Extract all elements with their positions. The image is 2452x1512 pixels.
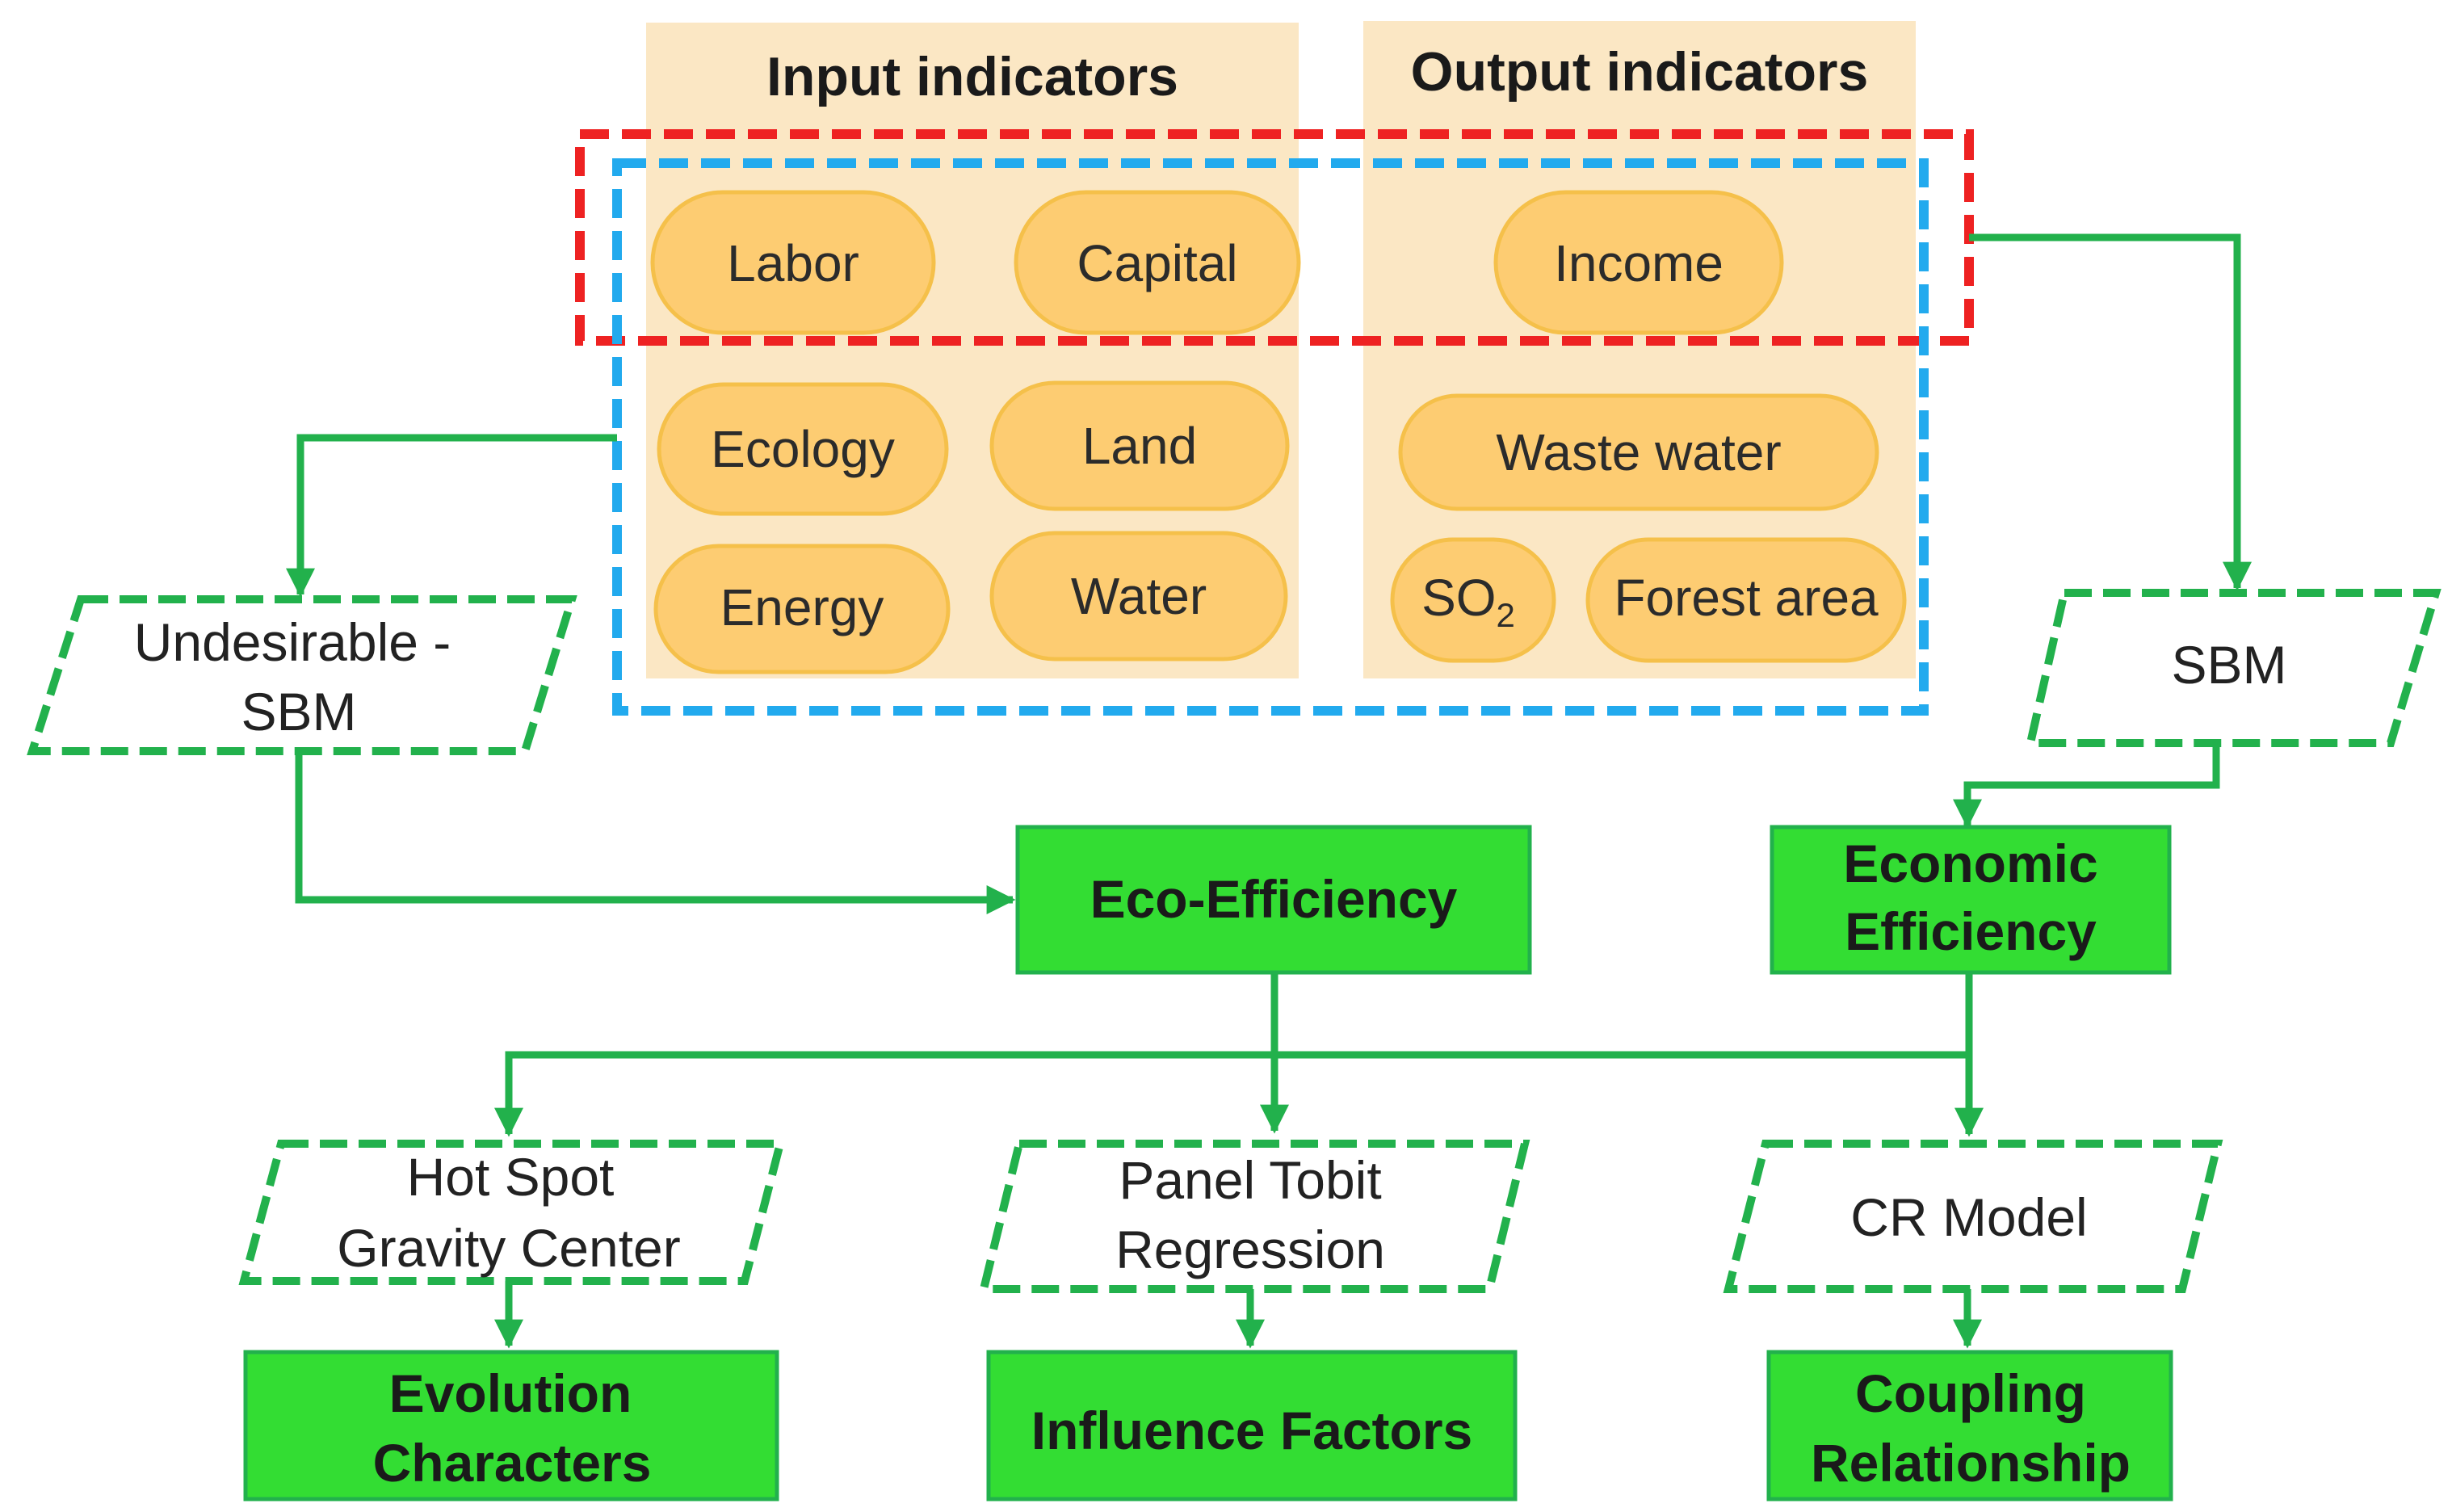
outcome-economic-efficiency: Economic Efficiency [1770,825,2172,975]
svg-text:Forest area: Forest area [1614,569,1879,627]
method-panel-tobit-regression: Panel Tobit Regression [978,1140,1530,1293]
svg-text:CR Model: CR Model [1850,1187,2087,1247]
svg-text:Energy: Energy [720,578,884,636]
undesirable-sbm-to-eco-efficiency-arrow [295,751,1016,914]
indicator-labor: Labor [650,190,936,335]
blue-boundary-to-undesirable-sbm-arrow [286,434,617,598]
indicator-water: Water [989,531,1288,662]
indicator-so2: SO2 [1390,537,1556,663]
svg-text:Panel Tobit: Panel Tobit [1119,1150,1381,1210]
method-undesirable-sbm: Undesirable - SBM [27,595,577,755]
input-indicators-header: Input indicators [766,46,1178,107]
indicator-energy: Energy [653,544,951,674]
indicator-land: Land [989,380,1290,511]
output-indicators-header: Output indicators [1411,41,1869,103]
svg-text:Evolution: Evolution [389,1363,632,1423]
svg-text:Eco-Efficiency: Eco-Efficiency [1090,869,1458,929]
sbm-to-economic-efficiency-arrow [1953,745,2220,829]
svg-text:Characters: Characters [373,1433,652,1493]
svg-text:Income: Income [1554,234,1724,292]
svg-text:Land: Land [1082,417,1197,475]
branch-line-to-hotspot [494,1051,1969,1137]
svg-text:Waste water: Waste water [1496,423,1781,481]
svg-text:SBM: SBM [2171,635,2286,695]
outcome-eco-efficiency: Eco-Efficiency [1015,825,1532,975]
svg-text:Labor: Labor [727,234,859,292]
svg-text:SO2: SO2 [1421,569,1515,634]
indicator-ecology: Ecology [657,382,949,516]
outcome-evolution-characters: Evolution Characters [243,1350,779,1502]
svg-text:Water: Water [1071,567,1207,625]
red-boundary-to-sbm-arrow [1969,233,2252,591]
svg-text:Economic: Economic [1843,834,2097,893]
svg-text:SBM: SBM [241,682,356,741]
outcome-coupling-relationship: Coupling Relationship [1766,1350,2173,1502]
indicator-forest-area: Forest area [1585,537,1907,663]
so2-subscript: 2 [1497,596,1515,634]
indicator-income: Income [1493,190,1784,335]
method-hotspot-gravity-center: Hot Spot Gravity Center [238,1140,786,1285]
outcome-influence-factors: Influence Factors [986,1350,1518,1502]
so2-label: SO [1421,569,1496,627]
svg-text:Coupling: Coupling [1855,1363,2086,1423]
eco-indicators-boundary [612,158,1929,716]
svg-text:Ecology: Ecology [711,420,895,478]
svg-text:Hot Spot: Hot Spot [407,1147,615,1207]
indicator-waste-water: Waste water [1398,393,1879,511]
svg-text:Influence Factors: Influence Factors [1031,1401,1472,1460]
method-sbm: SBM [2025,589,2442,747]
svg-text:Gravity Center: Gravity Center [337,1218,680,1278]
svg-text:Relationship: Relationship [1811,1433,2131,1493]
indicator-capital: Capital [1014,190,1301,335]
svg-text:Undesirable -: Undesirable - [134,612,451,672]
svg-text:Efficiency: Efficiency [1845,901,2097,961]
connector-lines [286,233,2252,1349]
svg-text:Capital: Capital [1077,234,1237,292]
svg-text:Regression: Regression [1115,1220,1385,1279]
method-cr-model: CR Model [1723,1140,2223,1293]
